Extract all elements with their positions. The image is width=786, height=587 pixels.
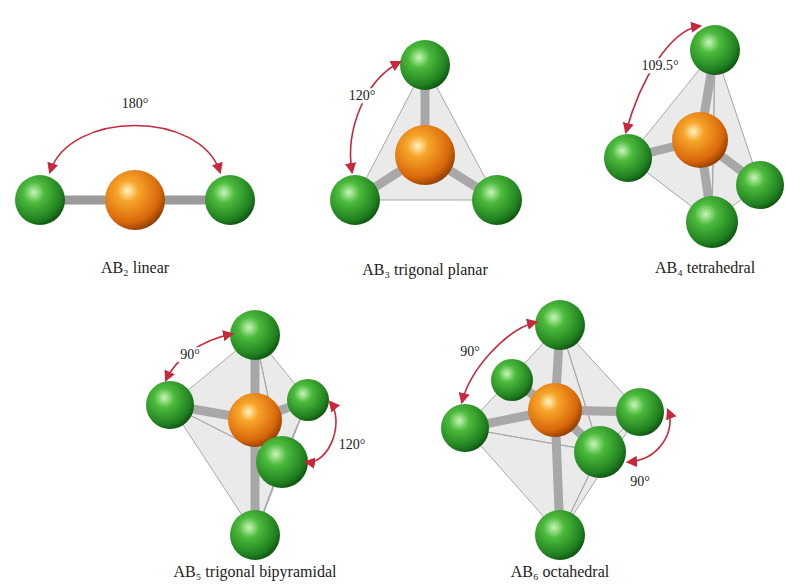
shape-caption: AB₅ trigonal bipyramidal xyxy=(172,563,339,581)
angle-label: 120° xyxy=(347,88,378,103)
angle-label: 90° xyxy=(628,474,652,489)
shape-caption: AB₄ tetrahedral xyxy=(653,259,757,277)
angle-label: 90° xyxy=(458,344,482,359)
shape-caption: AB₆ octahedral xyxy=(509,563,611,581)
angle-label: 90° xyxy=(178,347,202,362)
shape-caption: AB₃ trigonal planar xyxy=(360,261,490,279)
angle-label: 180° xyxy=(120,96,151,111)
angle-label: 109.5° xyxy=(639,58,680,73)
angle-label: 120° xyxy=(337,437,368,452)
shape-caption: AB₂ linear xyxy=(99,259,171,277)
